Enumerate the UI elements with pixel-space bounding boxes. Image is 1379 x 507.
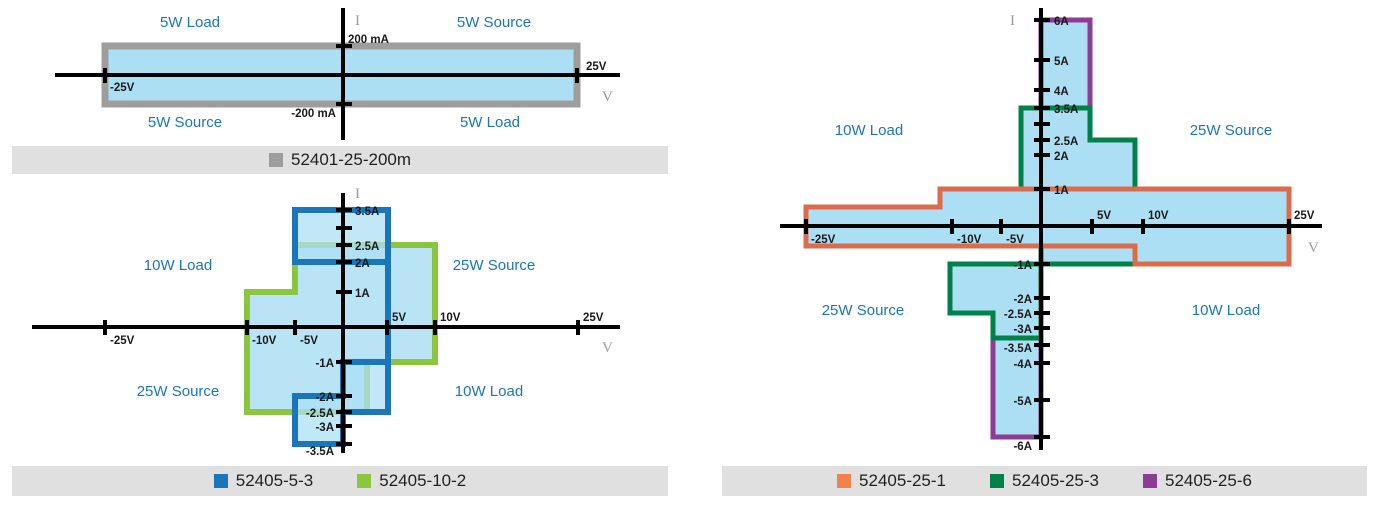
legend-label-52405-25-1: 52405-25-1 xyxy=(859,471,947,490)
legend-swatch-purple xyxy=(1142,474,1157,488)
envelope-52405-5-3 xyxy=(292,207,391,447)
y-tick-label-5a: 5A xyxy=(1054,56,1069,68)
y-tick-label-neg1a: -1A xyxy=(315,358,334,370)
x-tick-label-25v: 25V xyxy=(1294,210,1315,222)
y-tick-label-2a: 2A xyxy=(355,258,370,270)
chart-52401-svg: 5W Load 5W Source 5W Source 5W Load -25V… xyxy=(55,8,620,140)
x-tick-label-10v: 10V xyxy=(440,312,461,324)
x-tick-label-25v: 25V xyxy=(583,312,604,324)
chart-52405-25-svg: 10W Load 25W Source 25W Source 10W Load … xyxy=(780,8,1322,453)
x-tick-label-neg25v: -25V xyxy=(811,234,836,246)
quadrant-label-bottom-left: 25W Source xyxy=(137,383,220,400)
quadrant-label-top-right: 5W Source xyxy=(457,14,531,31)
legend-label-52405-10-2: 52405-10-2 xyxy=(379,471,467,490)
x-tick-label-5v: 5V xyxy=(392,312,406,324)
x-tick-label-10v: 10V xyxy=(1148,210,1169,222)
quadrant-label-bottom-right: 10W Load xyxy=(455,383,523,400)
y-tick-label-2p5a: 2.5A xyxy=(355,241,379,253)
current-axis-letter: I xyxy=(355,13,360,29)
x-tick-label-neg25v: -25V xyxy=(110,82,135,94)
x-tick-label-neg5v: -5V xyxy=(300,335,318,347)
legend-item-52405-25-6: 52405-25-6 xyxy=(1142,471,1252,491)
y-tick-label-neg200ma: -200 mA xyxy=(291,108,336,120)
chart-52405-5-10-svg: 10W Load 25W Source 25W Source 10W Load … xyxy=(32,186,620,458)
legend-swatch-darkgreen xyxy=(990,474,1005,488)
quadrant-label-top-right: 25W Source xyxy=(453,257,536,274)
voltage-axis-letter: V xyxy=(602,340,613,356)
current-axis-letter: I xyxy=(355,186,360,202)
x-tick-label-25v: 25V xyxy=(586,61,607,73)
x-tick-label-5v: 5V xyxy=(1097,210,1111,222)
legend-item-52405-25-1: 52405-25-1 xyxy=(837,471,946,491)
y-tick-label-neg1a: -1A xyxy=(1013,260,1032,272)
x-tick-label-neg25v: -25V xyxy=(110,335,135,347)
legend-item-52401-25-200m: 52401-25-200m xyxy=(268,150,412,170)
legend-label-52405-5-3: 52405-5-3 xyxy=(235,471,314,490)
x-tick-label-neg10v: -10V xyxy=(957,234,982,246)
current-axis-letter: I xyxy=(1010,13,1015,29)
quadrant-label-top-right: 25W Source xyxy=(1190,122,1273,139)
y-tick-label-4a: 4A xyxy=(1054,86,1069,98)
x-tick-label-neg10v: -10V xyxy=(252,335,277,347)
y-tick-label-neg3p5a: -3.5A xyxy=(1004,343,1032,355)
y-tick-label-2a: 2A xyxy=(1054,151,1069,163)
y-tick-label-1a: 1A xyxy=(1054,185,1069,197)
y-tick-label-neg2p5a: -2.5A xyxy=(306,408,334,420)
chart-52405-5-10-panel: 10W Load 25W Source 25W Source 10W Load … xyxy=(0,185,680,460)
legend-item-52405-10-2: 52405-10-2 xyxy=(357,471,466,491)
y-tick-label-2p5a: 2.5A xyxy=(1054,136,1078,148)
y-tick-label-neg4a: -4A xyxy=(1013,359,1032,371)
voltage-axis-letter: V xyxy=(1308,240,1319,256)
chart-52405-25-panel: 10W Load 25W Source 25W Source 10W Load … xyxy=(700,0,1379,460)
quadrant-label-bottom-right: 10W Load xyxy=(1192,302,1260,319)
legend-label-52405-25-6: 52405-25-6 xyxy=(1164,471,1252,490)
legend-52405-25: 52405-25-1 52405-25-3 52405-25-6 xyxy=(722,466,1367,496)
quadrant-label-bottom-left: 5W Source xyxy=(148,114,222,131)
x-tick-label-neg5v: -5V xyxy=(1006,234,1024,246)
voltage-axis-letter: V xyxy=(602,89,613,105)
legend-swatch-blue xyxy=(213,474,228,488)
y-tick-label-neg6a: -6A xyxy=(1013,441,1032,453)
y-tick-label-neg3p5a: -3.5A xyxy=(306,446,334,458)
y-tick-label-6a: 6A xyxy=(1054,16,1069,28)
legend-swatch-orange xyxy=(837,474,852,488)
quadrant-label-bottom-right: 5W Load xyxy=(460,114,520,131)
quadrant-label-top-left: 5W Load xyxy=(160,14,220,31)
y-tick-label-neg5a: -5A xyxy=(1013,396,1032,408)
legend-swatch-green xyxy=(357,474,372,488)
legend-label-52401-25-200m: 52401-25-200m xyxy=(290,150,412,169)
chart-52401-panel: 5W Load 5W Source 5W Source 5W Load -25V… xyxy=(0,0,680,145)
quadrant-label-top-left: 10W Load xyxy=(835,122,903,139)
y-tick-label-3p5a: 3.5A xyxy=(355,206,379,218)
y-tick-label-200ma: 200 mA xyxy=(348,34,389,46)
legend-item-52405-5-3: 52405-5-3 xyxy=(213,471,314,491)
legend-swatch-gray xyxy=(268,153,283,167)
quadrant-label-top-left: 10W Load xyxy=(144,257,212,274)
y-tick-label-1a: 1A xyxy=(355,288,370,300)
y-tick-label-neg2a: -2A xyxy=(315,392,334,404)
quadrant-label-bottom-left: 25W Source xyxy=(822,302,905,319)
y-tick-label-neg3a: -3A xyxy=(1013,324,1032,336)
y-tick-label-3p5a: 3.5A xyxy=(1054,104,1078,116)
legend-label-52405-25-3: 52405-25-3 xyxy=(1012,471,1099,490)
legend-52401: 52401-25-200m xyxy=(12,146,668,174)
y-tick-label-neg3a: -3A xyxy=(315,422,334,434)
y-tick-label-neg2p5a: -2.5A xyxy=(1004,309,1032,321)
legend-52405-5-10: 52405-5-3 52405-10-2 xyxy=(12,466,668,496)
legend-item-52405-25-3: 52405-25-3 xyxy=(990,471,1099,491)
y-tick-label-neg2a: -2A xyxy=(1013,294,1032,306)
